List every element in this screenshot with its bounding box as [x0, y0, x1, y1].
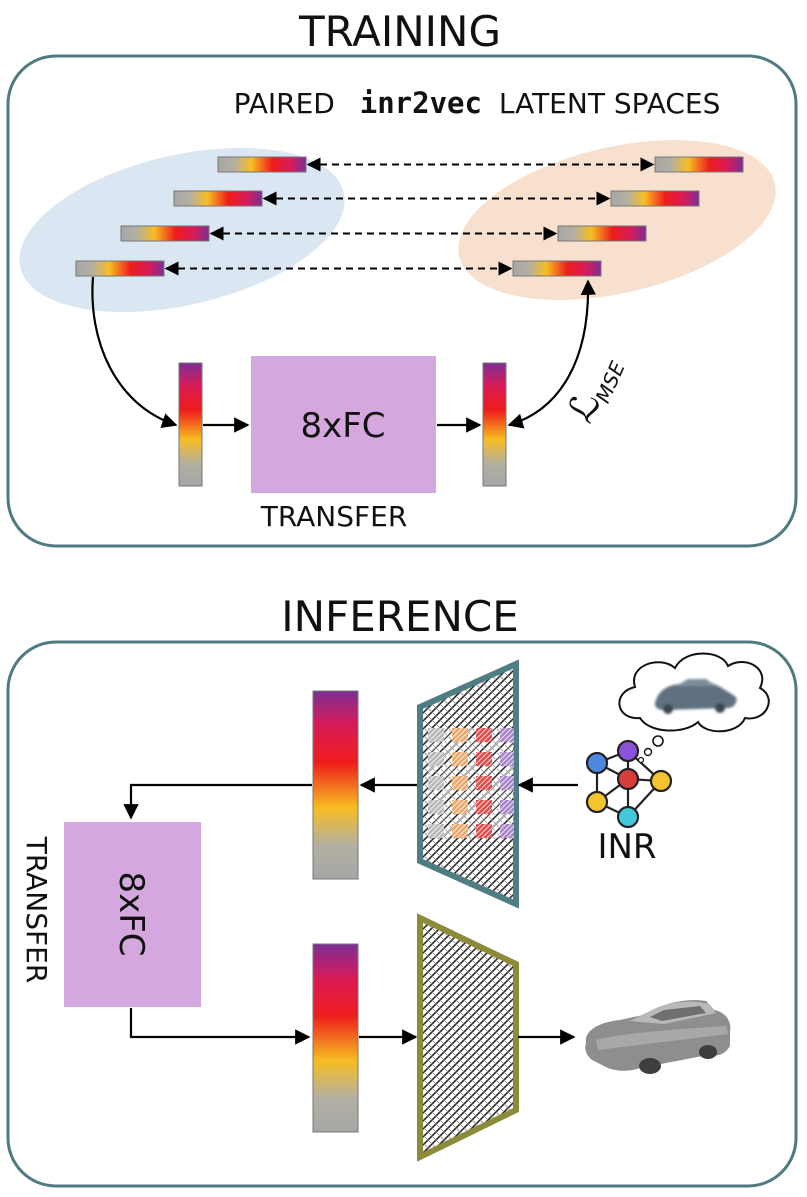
inr-node-purple: [616, 739, 640, 763]
mse-loss-label: ℒ MSE: [558, 358, 630, 429]
inr-label: INR: [597, 827, 656, 867]
inference-transfer-label: TRANSFER: [20, 836, 53, 984]
training-title: TRAINING: [298, 7, 501, 56]
thought-dot-small: [637, 756, 645, 764]
encoder-weight-grid: [428, 728, 514, 838]
inference-output-embedding: [312, 943, 359, 1133]
target-embedding-2: [610, 190, 700, 207]
inference-fc-label: 8xFC: [111, 871, 151, 956]
thought-bubble: [618, 652, 770, 764]
target-latent-space: [458, 140, 776, 300]
inr-node-red: [616, 767, 640, 791]
training-fc-block: [251, 356, 436, 493]
target-embedding-3: [557, 225, 647, 242]
source-to-input-arrow: [91, 276, 178, 428]
target-embedding-1: [654, 156, 744, 173]
thought-dot-large: [652, 735, 664, 747]
source-embedding-2: [173, 190, 263, 207]
inference-fc-block: [64, 822, 201, 1007]
inr-node-yellow-left: [585, 790, 609, 814]
point-cloud-car-icon: [654, 679, 737, 714]
inference-title: INFERENCE: [281, 592, 519, 641]
embedding-to-fc-arrow: [123, 783, 312, 820]
training-fc-label: 8xFC: [300, 406, 385, 446]
source-embedding-4: [75, 260, 165, 277]
source-embedding-3: [120, 225, 210, 242]
inr-node-yellow-right: [649, 769, 673, 793]
pairing-arrows: [164, 157, 655, 276]
training-output-embedding: [482, 362, 507, 487]
inr-node-blue: [585, 751, 609, 775]
paired-model-name: inr2vec: [360, 86, 482, 120]
encoder: [417, 659, 519, 909]
source-embedding-1: [217, 156, 307, 173]
inference-input-embedding: [312, 690, 359, 880]
paired-prefix: PAIRED: [234, 87, 335, 120]
car-rear-wheel: [699, 1045, 717, 1059]
target-embedding-4: [512, 260, 602, 277]
inr-node-cyan: [616, 805, 640, 829]
fc-to-output-embedding-arrow: [129, 1008, 311, 1045]
car-window: [650, 1006, 706, 1021]
paired-latent-spaces-label: PAIRED inr2vec LATENT SPACES: [234, 86, 721, 120]
decoder-trapezoid: [417, 913, 519, 1162]
training-input-embedding: [178, 362, 203, 487]
training-transfer-label: TRANSFER: [260, 500, 408, 533]
inference-frame: [6, 640, 798, 1188]
mse-loss-arrow: [507, 279, 597, 429]
car-side-highlight: [596, 1026, 728, 1050]
inr-network-icon: [585, 739, 673, 829]
car-front-wheel: [639, 1058, 661, 1074]
output-car-mesh-icon: [585, 1000, 731, 1074]
training-frame: [6, 54, 798, 548]
thought-dot-medium: [643, 747, 653, 757]
paired-suffix: LATENT SPACES: [499, 87, 721, 120]
loss-subscript: MSE: [591, 358, 630, 407]
